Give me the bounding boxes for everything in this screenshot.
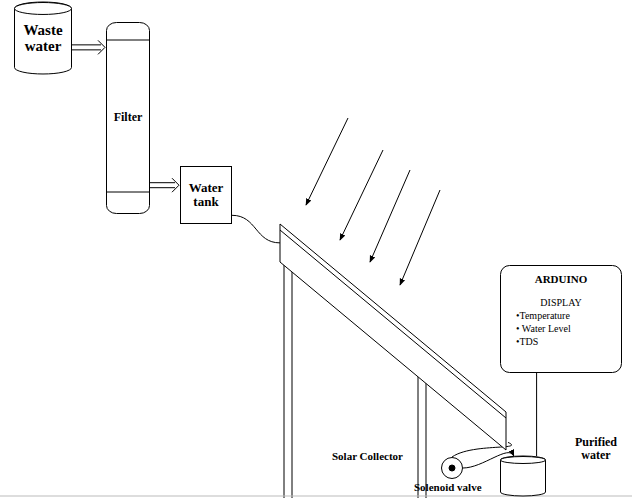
a-item: •Temperature <box>500 310 622 321</box>
shape-outline <box>107 23 150 214</box>
flow-connector <box>150 178 179 192</box>
shape-outline <box>501 457 546 464</box>
filter-column: Filter <box>106 22 150 214</box>
sun-ray <box>340 150 383 240</box>
a-item: • Water Level <box>500 323 622 334</box>
flow-connector <box>232 215 280 243</box>
shape-outline <box>500 456 546 496</box>
flow-connector <box>536 373 537 456</box>
shape-outline <box>181 167 232 224</box>
shape-outline <box>15 2 72 74</box>
text-wrap: Filter <box>106 22 150 214</box>
valve-symbol: Solenoid valve <box>441 457 463 479</box>
ground-line <box>0 496 632 497</box>
shape-outline <box>280 230 506 418</box>
text-wrap: Water tank <box>180 166 232 224</box>
text-wrap: Solar Collector <box>332 450 403 462</box>
a-item: •TDS <box>500 336 622 347</box>
text-wrap: ARDUINO DISPLAY •Temperature • Water Level •… <box>500 265 622 373</box>
node-label: Water tank <box>180 181 232 210</box>
text-wrap: Purified water <box>570 436 622 462</box>
collector-leg <box>292 269 293 498</box>
water-container: Purified water <box>500 456 546 496</box>
shape-outline <box>107 192 150 193</box>
sun-ray <box>370 170 410 262</box>
shape-outline <box>501 266 622 373</box>
a-disp: DISPLAY <box>500 297 622 308</box>
node-label: Solar Collector <box>332 450 403 462</box>
text-wrap: Solenoid valve <box>414 481 482 493</box>
controller-box: ARDUINO DISPLAY •Temperature • Water Level •… <box>500 265 622 373</box>
shape-outline <box>107 40 150 41</box>
node-label: Filter <box>114 111 143 124</box>
shape-outline <box>441 457 463 479</box>
a-head: ARDUINO <box>500 273 622 285</box>
solar-panel: Solar Collector <box>280 222 508 454</box>
shape-outline <box>449 465 455 471</box>
tank-cylinder: Waste water <box>14 2 72 74</box>
shape-outline <box>280 224 506 450</box>
text-wrap: Waste water <box>14 2 72 74</box>
shape-outline <box>280 222 508 454</box>
sun-ray <box>400 190 440 285</box>
sun-ray <box>306 118 348 205</box>
node-label: Purified water <box>570 436 622 462</box>
collector-leg <box>426 383 427 498</box>
shape-outline <box>501 456 546 496</box>
shape-outline <box>442 458 463 479</box>
shape-outline <box>15 3 72 15</box>
node-label: Waste water <box>14 22 72 55</box>
process-box: Water tank <box>180 166 232 224</box>
collector-leg <box>418 376 419 498</box>
collector-leg <box>284 263 285 498</box>
flow-connector <box>72 40 105 54</box>
node-label: Solenoid valve <box>414 481 482 493</box>
